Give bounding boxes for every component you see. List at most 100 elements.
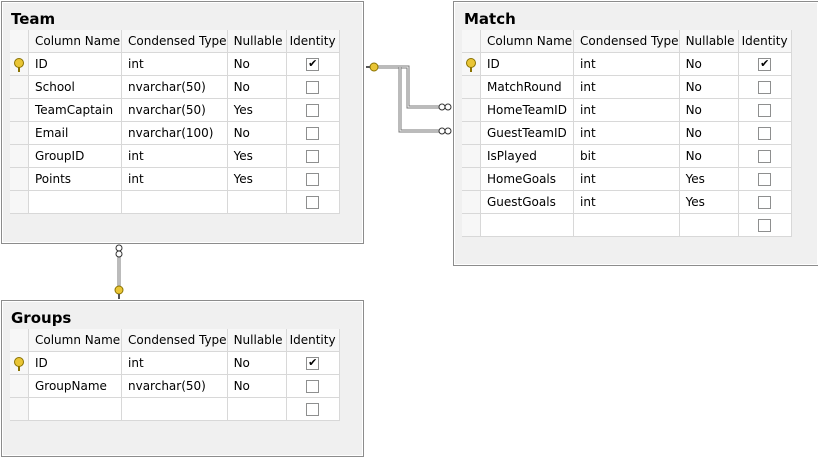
nullable-cell[interactable]: No <box>679 75 739 99</box>
condensed-type-cell[interactable] <box>121 190 228 214</box>
condensed-type-cell[interactable]: int <box>573 98 680 122</box>
nullable-cell[interactable]: Yes <box>227 144 287 168</box>
row-selector[interactable] <box>462 190 481 214</box>
nullable-cell[interactable]: Yes <box>679 167 739 191</box>
new-column-row[interactable] <box>462 213 792 237</box>
column-name-cell[interactable]: School <box>28 75 122 99</box>
nullable-cell[interactable]: No <box>227 52 287 76</box>
row-selector[interactable] <box>462 121 481 145</box>
identity-checkbox[interactable] <box>306 58 320 71</box>
nullable-cell[interactable] <box>679 213 739 237</box>
column-name-cell[interactable]: HomeGoals <box>480 167 574 191</box>
relationship-groups-team[interactable] <box>114 244 124 299</box>
row-selector[interactable] <box>462 98 481 122</box>
condensed-type-cell[interactable]: int <box>121 52 228 76</box>
condensed-type-cell[interactable] <box>573 213 680 237</box>
nullable-cell[interactable]: No <box>679 121 739 145</box>
row-selector[interactable] <box>10 121 29 145</box>
column-name-cell[interactable]: GroupID <box>28 144 122 168</box>
nullable-cell[interactable]: No <box>227 75 287 99</box>
condensed-type-cell[interactable]: int <box>573 190 680 214</box>
column-name-cell[interactable]: HomeTeamID <box>480 98 574 122</box>
condensed-type-cell[interactable]: nvarchar(50) <box>121 98 228 122</box>
column-name-cell[interactable]: GroupName <box>28 374 122 398</box>
nullable-cell[interactable]: No <box>679 144 739 168</box>
column-name-cell[interactable]: GuestTeamID <box>480 121 574 145</box>
row-selector[interactable] <box>10 144 29 168</box>
new-column-row[interactable] <box>10 190 340 214</box>
identity-checkbox[interactable] <box>758 127 772 140</box>
row-selector[interactable] <box>10 190 29 214</box>
identity-checkbox[interactable] <box>306 380 320 393</box>
nullable-cell[interactable]: Yes <box>679 190 739 214</box>
condensed-type-cell[interactable] <box>121 397 228 421</box>
nullable-cell[interactable]: No <box>679 98 739 122</box>
identity-checkbox[interactable] <box>306 357 320 370</box>
identity-checkbox[interactable] <box>306 150 320 163</box>
row-selector[interactable] <box>462 75 481 99</box>
row-selector[interactable] <box>10 52 29 76</box>
nullable-cell[interactable]: No <box>227 121 287 145</box>
condensed-type-cell[interactable]: int <box>573 52 680 76</box>
column-name-cell[interactable] <box>28 397 122 421</box>
condensed-type-cell[interactable]: int <box>573 167 680 191</box>
condensed-type-cell[interactable]: nvarchar(50) <box>121 75 228 99</box>
identity-checkbox[interactable] <box>306 173 320 186</box>
nullable-cell[interactable] <box>227 190 287 214</box>
row-selector[interactable] <box>10 374 29 398</box>
nullable-cell[interactable] <box>227 397 287 421</box>
nullable-cell[interactable]: No <box>679 52 739 76</box>
nullable-cell[interactable]: No <box>227 351 287 375</box>
row-selector[interactable] <box>462 213 481 237</box>
identity-checkbox[interactable] <box>306 81 320 94</box>
row-selector[interactable] <box>10 167 29 191</box>
identity-checkbox[interactable] <box>306 196 320 209</box>
row-selector[interactable] <box>10 397 29 421</box>
condensed-type-cell[interactable]: int <box>121 144 228 168</box>
identity-checkbox[interactable] <box>306 104 320 117</box>
column-name-cell[interactable]: Email <box>28 121 122 145</box>
column-name-cell[interactable]: TeamCaptain <box>28 98 122 122</box>
column-name-cell[interactable]: Points <box>28 167 122 191</box>
identity-checkbox[interactable] <box>758 104 772 117</box>
row-selector[interactable] <box>462 167 481 191</box>
nullable-cell[interactable]: No <box>227 374 287 398</box>
relationship-team-match[interactable] <box>366 62 452 135</box>
column-name-cell[interactable]: ID <box>28 52 122 76</box>
row-selector[interactable] <box>10 351 29 375</box>
row-selector[interactable] <box>462 52 481 76</box>
identity-checkbox[interactable] <box>306 403 320 416</box>
condensed-type-cell[interactable]: int <box>573 75 680 99</box>
column-name-cell[interactable]: ID <box>28 351 122 375</box>
column-name-cell[interactable]: GuestGoals <box>480 190 574 214</box>
condensed-type-cell[interactable]: nvarchar(100) <box>121 121 228 145</box>
identity-checkbox[interactable] <box>758 81 772 94</box>
condensed-type-cell[interactable]: nvarchar(50) <box>121 374 228 398</box>
condensed-type-cell[interactable]: int <box>121 167 228 191</box>
condensed-type-cell[interactable]: int <box>573 121 680 145</box>
new-column-row[interactable] <box>10 397 340 421</box>
condensed-type-cell[interactable]: bit <box>573 144 680 168</box>
identity-checkbox[interactable] <box>758 219 772 232</box>
column-name-cell[interactable]: MatchRound <box>480 75 574 99</box>
row-selector[interactable] <box>10 75 29 99</box>
identity-checkbox[interactable] <box>758 196 772 209</box>
